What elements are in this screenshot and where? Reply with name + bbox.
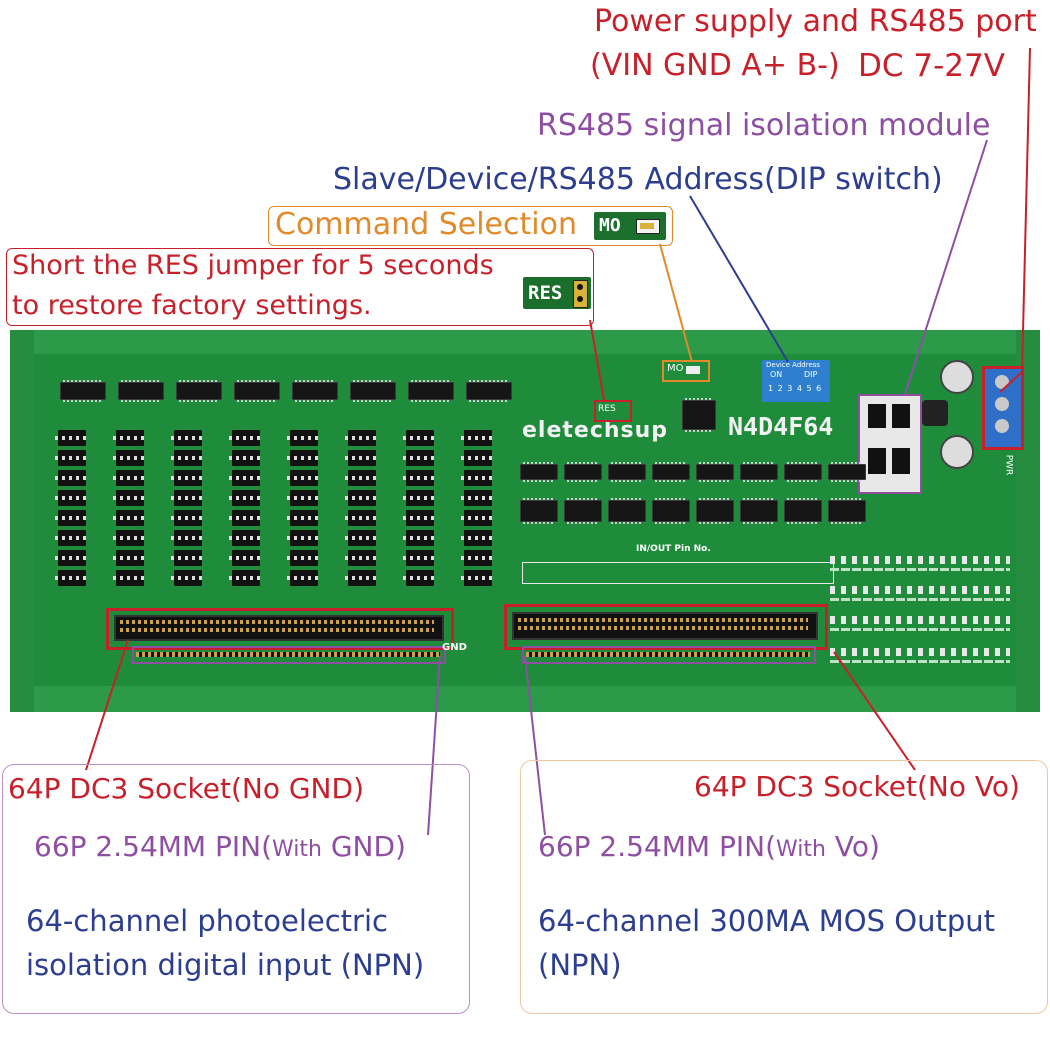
pcb-board: eletechsup N4D4F64 MO RES Device Address… (10, 330, 1040, 720)
jumper-icon (636, 219, 660, 234)
power-port-label-line1: Power supply and RS485 port (594, 4, 1037, 39)
din-rail-top (10, 330, 1040, 356)
output-pin-main: 66P 2.54MM PIN( (538, 830, 776, 863)
optocoupler-bank (54, 430, 514, 590)
res-note-line1: Short the RES jumper for 5 seconds (12, 250, 494, 281)
res-badge-text: RES (528, 282, 563, 304)
mo-jumper-board: MO (662, 360, 710, 382)
dip-numbers: 1 2 3 4 5 6 (768, 384, 823, 393)
input-socket-label: 64P DC3 Socket(No GND) (8, 772, 364, 805)
output-pin-label: 66P 2.54MM PIN(With Vo) (538, 830, 880, 863)
res-jumper-text: RES (598, 404, 616, 414)
output-desc-line2: (NPN) (538, 948, 622, 982)
output-socket-label: 64P DC3 Socket(No Vo) (694, 770, 1020, 803)
model-silkscreen: N4D4F64 (728, 412, 834, 441)
mos-driver-bank (520, 462, 866, 534)
input-pin-label: 66P 2.54MM PIN(With GND) (34, 830, 406, 863)
pwr-silkscreen: PWR (1003, 454, 1014, 476)
input-pin-with: With (272, 837, 322, 862)
input-pin-main: 66P 2.54MM PIN( (34, 830, 272, 863)
output-pin-end: Vo) (825, 830, 880, 863)
status-led-array (830, 556, 1010, 676)
mcu-chip (682, 398, 716, 432)
input-pin-header (132, 646, 446, 664)
command-selection-label: Command Selection (275, 207, 577, 242)
rs485-isolation-label: RS485 signal isolation module (537, 108, 991, 143)
input-dc3-socket (106, 608, 454, 650)
mo-jumper-text: MO (667, 363, 684, 374)
slave-address-label: Slave/Device/RS485 Address(DIP switch) (333, 162, 943, 197)
gnd-silkscreen: GND (442, 642, 467, 653)
res-note-box (6, 248, 594, 326)
input-desc-line2: isolation digital input (NPN) (26, 948, 425, 982)
input-pin-end: GND) (321, 830, 406, 863)
dip-title: Device Address (766, 361, 821, 369)
power-port-label-line2: (VIN GND A+ B-) (590, 48, 840, 83)
res-jumper-icon (573, 280, 588, 308)
input-panel (2, 764, 470, 1014)
dip-switch: Device Address ON DIP 1 2 3 4 5 6 (762, 360, 830, 402)
res-jumper-board: RES (594, 400, 632, 422)
brand-silkscreen: eletechsup (522, 418, 669, 443)
din-rail-bottom (10, 682, 1040, 712)
mo-badge-text: MO (599, 215, 621, 236)
output-pin-header (522, 646, 816, 664)
dip-dip: DIP (804, 370, 818, 379)
command-selection-box (268, 206, 673, 246)
input-desc-line1: 64-channel photoelectric (26, 904, 388, 938)
output-panel (520, 760, 1048, 1014)
pin-no-label: IN/OUT Pin No. (636, 544, 711, 554)
output-pin-with: With (776, 837, 826, 862)
isolation-module (858, 394, 922, 494)
power-terminal-block (982, 366, 1024, 450)
res-badge: RES (523, 277, 591, 309)
res-note-line2: to restore factory settings. (12, 290, 372, 321)
dc-voltage-label: DC 7-27V (858, 48, 1005, 84)
mo-badge: MO (594, 212, 666, 240)
output-desc-line1: 64-channel 300MA MOS Output (538, 904, 995, 938)
dip-on: ON (770, 370, 783, 379)
output-dc3-socket (504, 604, 828, 650)
